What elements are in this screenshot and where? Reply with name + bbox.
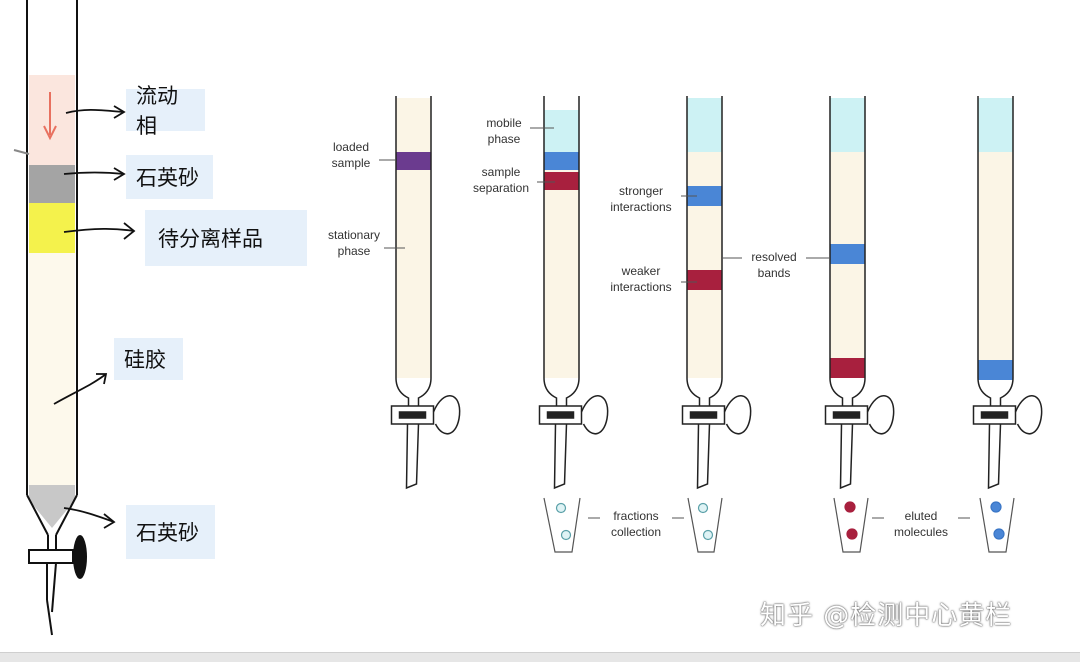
glass-column-4 (824, 96, 895, 490)
fraction-tube-3 (687, 497, 723, 553)
column-2 (544, 110, 579, 378)
fraction-tube-2 (543, 497, 581, 553)
label-quartz-sand-top: 石英砂 (126, 155, 213, 199)
column-3 (687, 98, 722, 378)
label-silica-gel: 硅胶 (114, 338, 183, 380)
leader-lines (379, 127, 970, 519)
column-5 (978, 98, 1013, 380)
label-mobile-phase: 流动相 (126, 84, 205, 138)
glass-column-2 (538, 96, 609, 490)
glassware (390, 96, 1043, 490)
watermark: 知乎 @检测中心黄栏 (760, 601, 1013, 631)
fraction-tube-5 (979, 497, 1015, 553)
glass-column-1 (390, 96, 461, 490)
fraction-tube-4 (833, 497, 869, 553)
bottom-toolbar (0, 652, 1080, 662)
label-sample: 待分离样品 (145, 210, 307, 266)
label-quartz-sand-bottom: 石英砂 (126, 505, 215, 559)
column-4 (830, 98, 865, 378)
glass-column-5 (972, 96, 1043, 490)
hand-drawn-column (13, 0, 87, 636)
pointer-arrows (53, 105, 136, 529)
column-1 (396, 98, 431, 378)
glass-column-3 (681, 96, 752, 490)
